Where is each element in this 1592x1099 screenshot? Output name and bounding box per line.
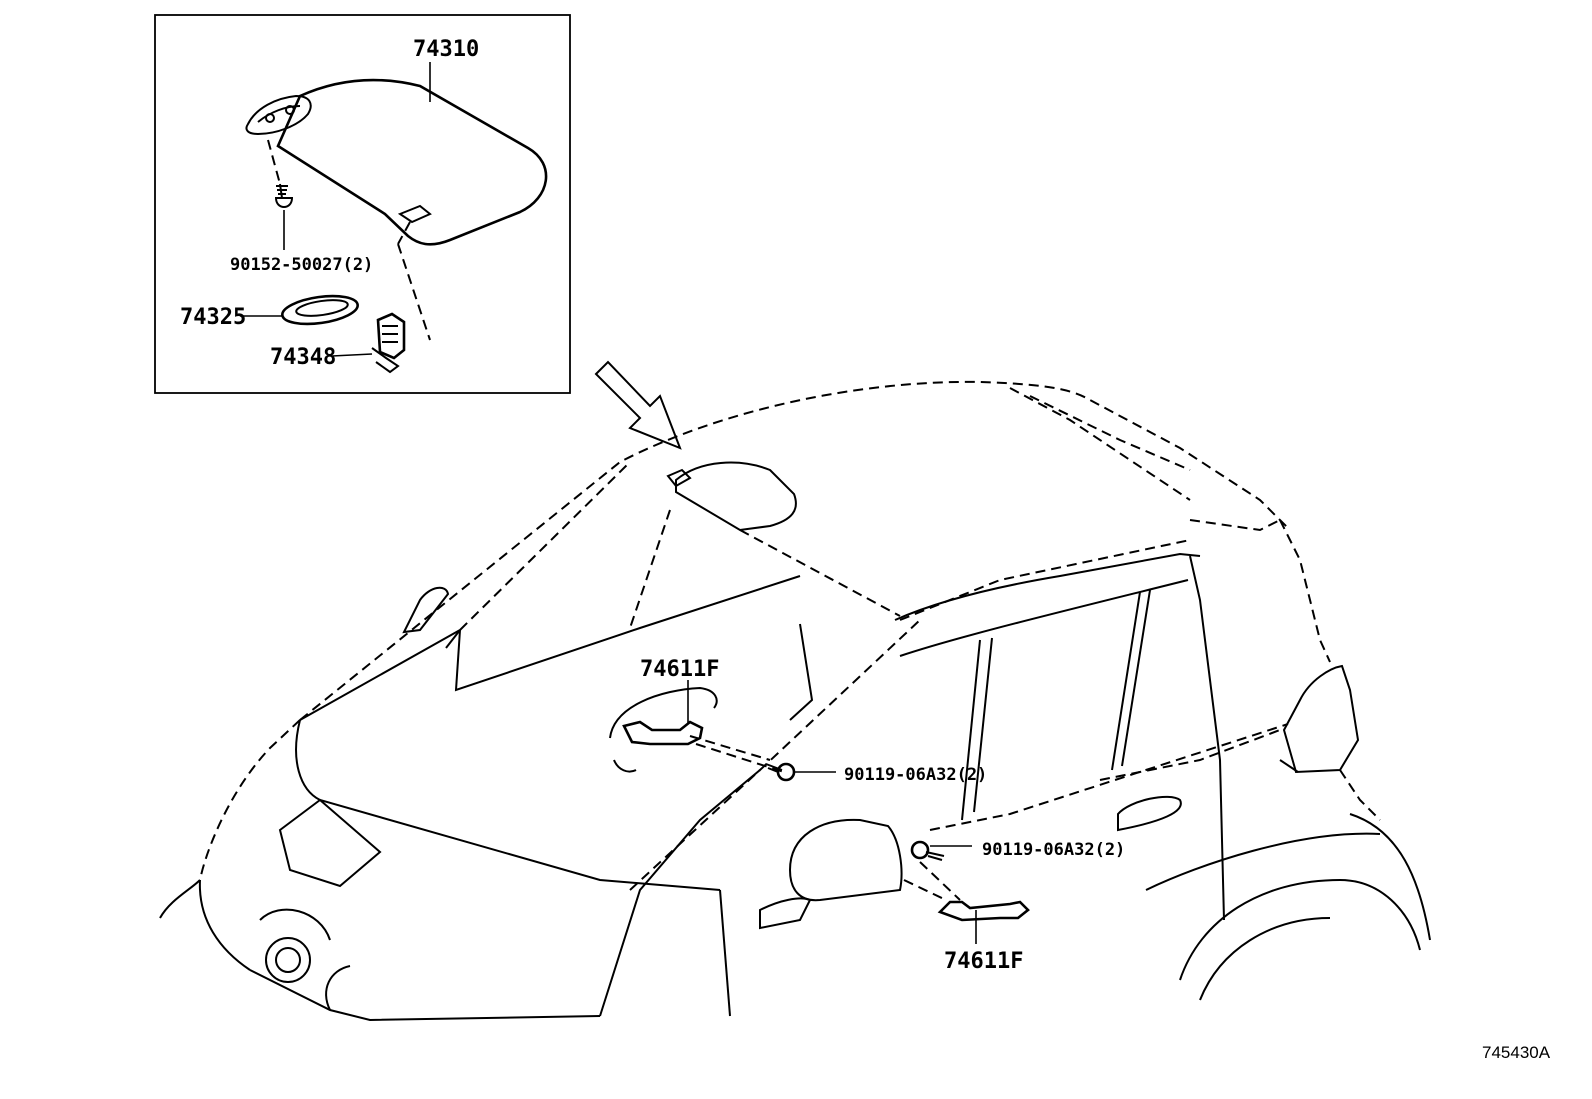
callout-74325: 74325 [180, 305, 246, 330]
visor-cover-part [240, 294, 359, 326]
inset-frame [154, 14, 571, 394]
callout-90119-06a32-lower: 90119-06A32(2) [982, 840, 1125, 860]
callout-90152-50027: 90152-50027(2) [230, 255, 373, 275]
callout-74310: 74310 [413, 37, 479, 62]
locator-arrow [594, 360, 682, 450]
bolt-upper [765, 762, 836, 782]
callout-90119-06a32-upper: 90119-06A32(2) [844, 765, 987, 785]
callout-74348: 74348 [270, 345, 336, 370]
callout-74611f-upper: 74611F [640, 657, 719, 682]
screw-part [267, 139, 294, 250]
vehicle-outline [159, 380, 1431, 1022]
visor-holder-part [331, 221, 431, 374]
inset-detail: 74310 90152-50027(2) 74325 74348 [154, 14, 571, 394]
diagram-id: 745430A [1482, 1043, 1551, 1062]
assist-grip-upper [609, 680, 785, 773]
bolt-lower [910, 840, 972, 901]
callout-74611f-lower: 74611F [944, 949, 1023, 974]
assist-grip-lower [903, 879, 1030, 944]
sun-visor-part [245, 62, 548, 246]
